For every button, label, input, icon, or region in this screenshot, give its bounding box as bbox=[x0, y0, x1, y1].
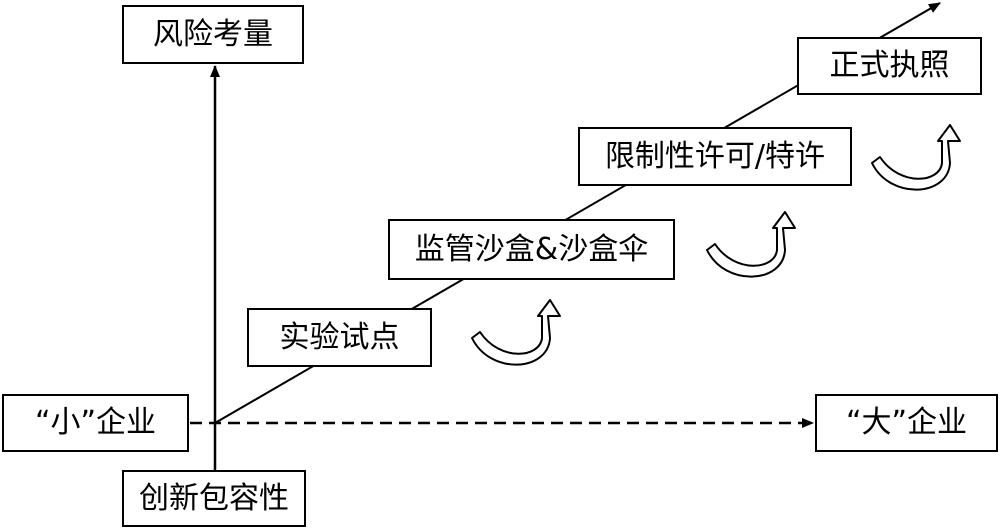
stage-3-box: 限制性许可/特许 bbox=[578, 127, 852, 186]
stage-1-box: 实验试点 bbox=[247, 308, 432, 367]
horizontal-axis-end-label: “大”企业 bbox=[815, 394, 998, 452]
horizontal-axis-start-label: “小”企业 bbox=[2, 394, 189, 452]
vertical-axis-label: 风险考量 bbox=[122, 5, 304, 64]
stage-4-box: 正式执照 bbox=[797, 37, 982, 95]
curved-up-arrow-icon bbox=[471, 299, 561, 366]
stage-2-box: 监管沙盒&沙盒伞 bbox=[388, 219, 675, 280]
curved-up-arrow-icon bbox=[706, 211, 796, 278]
origin-label: 创新包容性 bbox=[122, 470, 306, 527]
curved-up-arrow-icon bbox=[871, 124, 961, 191]
